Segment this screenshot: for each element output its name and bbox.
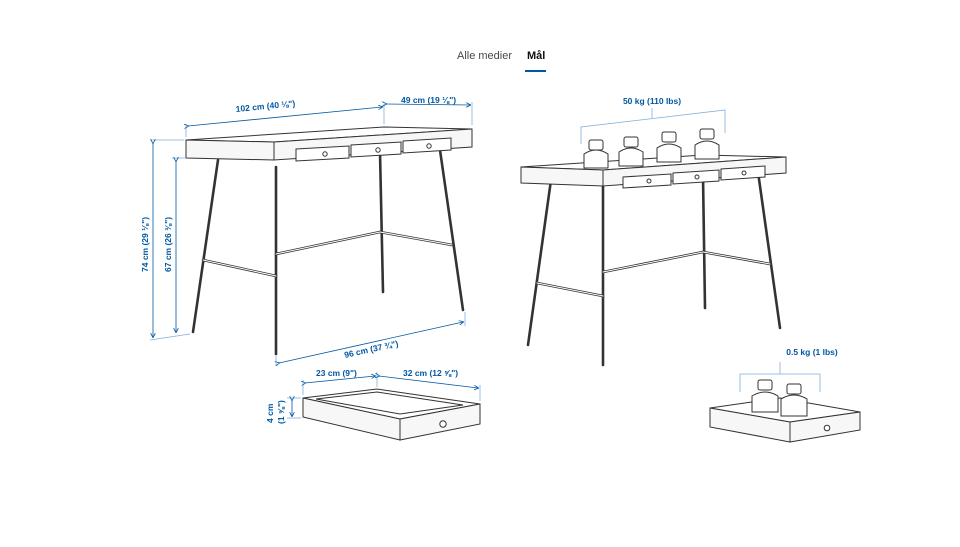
weight-4: [694, 140, 720, 160]
drawer-weight-2: [780, 394, 808, 417]
drawer-knob: [439, 420, 447, 428]
drawer-weight-2-handle: [786, 383, 802, 395]
width-label: 102 cm (40 ⅛"): [235, 98, 296, 114]
drawer-dimension-view: 23 cm (9") 32 cm (12 ⅝") 4 cm (1 ⅝"): [265, 368, 481, 441]
drawer-weight-1-handle: [757, 379, 773, 391]
weight-3-handle: [661, 131, 677, 143]
load-drawer-knob-2: [694, 174, 700, 180]
drawer-height-cm-label: 4 cm: [265, 403, 275, 423]
weight-1: [583, 149, 609, 169]
drawer-knob-2: [375, 147, 381, 153]
drawer-load-label: 0.5 kg (1 lbs): [786, 347, 838, 357]
desk-leg-front-right: [438, 148, 465, 312]
load-desk-leg-front-left: [526, 178, 553, 347]
drawer-height-in-label: (1 ⅝"): [276, 400, 286, 424]
drawer-inner: [315, 391, 464, 415]
total-height-label: 74 cm (29 ⅛"): [140, 217, 150, 272]
drawer-knob-3: [426, 143, 432, 149]
desk-dimension-view: 102 cm (40 ⅛") 49 cm (19 ⅛") 74 cm (29 ⅛…: [140, 95, 473, 366]
depth-dimension-line: [386, 104, 470, 105]
load-desk-leg-back-right: [701, 174, 707, 310]
weight-1-handle: [588, 139, 604, 151]
drawer-load-bracket: [739, 373, 821, 392]
load-desk-leg-front-right: [756, 170, 782, 330]
weight-3: [656, 143, 682, 163]
drawer-knob-1: [322, 151, 328, 157]
leg-span-label: 96 cm (37 ¾"): [343, 338, 399, 360]
weight-2: [618, 147, 644, 167]
drawer-width-label: 23 cm (9"): [316, 368, 357, 378]
drawer-width-dimension-line: [305, 376, 375, 383]
width-dimension-line: [188, 107, 382, 126]
desk-leg-back-right: [378, 150, 385, 294]
leg-span-dimension-line: [279, 322, 463, 363]
weight-2-handle: [623, 136, 639, 148]
weights-on-tabletop: [583, 128, 720, 169]
drawer-depth-dimension-line: [379, 376, 478, 388]
tab-all-media[interactable]: Alle medier: [457, 50, 513, 62]
tab-dimensions[interactable]: Mål: [527, 50, 546, 62]
drawer-load-view: 0.5 kg (1 lbs): [709, 347, 861, 443]
drawer-depth-label: 32 cm (12 ⅝"): [403, 368, 458, 378]
media-tabs: Alle medier Mål: [0, 0, 960, 80]
desk-load-view: 50 kg (110 lbs): [520, 96, 787, 367]
load-drawer-knob-3: [741, 170, 747, 176]
depth-label: 49 cm (19 ⅛"): [401, 95, 456, 105]
active-tab-indicator: [525, 70, 546, 72]
under-height-label: 67 cm (26 ⅜"): [163, 217, 173, 272]
load-desk-tabletop-side: [520, 166, 604, 187]
load-drawer-knob-1: [646, 178, 652, 184]
drawer-weight-1: [751, 391, 779, 413]
tabletop-load-label: 50 kg (110 lbs): [623, 96, 681, 106]
tabletop-load-bracket: [580, 109, 726, 144]
weight-4-handle: [699, 128, 715, 140]
desk-tabletop-side: [185, 139, 275, 161]
load-drawer-knob: [823, 424, 831, 432]
desk-leg-front-left: [191, 158, 220, 334]
